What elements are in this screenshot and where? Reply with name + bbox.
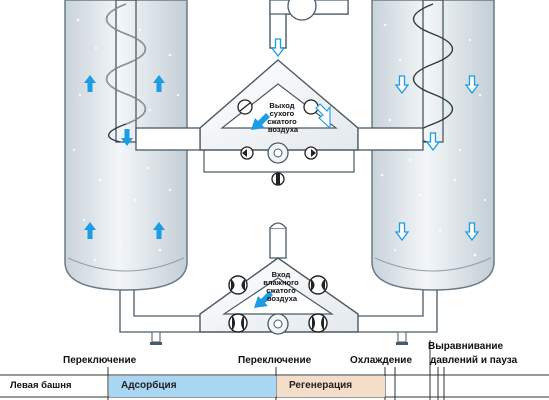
adsorption-bar: Адсорбция: [109, 376, 276, 397]
bottom-manifold: Вход влажного сжатого воздуха: [119, 222, 438, 345]
row-label-left-tower: Левая башня: [10, 380, 72, 391]
top-pipe-loop: [287, 0, 317, 21]
drain-left: [151, 331, 161, 343]
regeneration-bar: Регенерация: [277, 376, 385, 397]
cooling-label: Охлаждение: [350, 355, 413, 366]
equalize-label-line2: давлений и пауза: [430, 355, 518, 366]
ball-valve-inlet-right: [308, 275, 328, 295]
drain-right: [397, 331, 407, 343]
switch-label-1: Переключение: [63, 355, 137, 366]
flow-arrow-purge: [315, 103, 331, 130]
inlet-label-line2: влажного: [263, 278, 299, 287]
flow-down-arrow-left-tube: [121, 129, 133, 146]
equalize-label-line1: Выравнивание: [428, 341, 504, 352]
flow-arrow-wet-inlet: [254, 291, 273, 308]
ball-valve-exhaust-left: [228, 313, 248, 333]
switch-label-2: Переключение: [238, 355, 312, 366]
desiccant-dots-right: [380, 23, 487, 257]
outlet-label-line4: воздуха: [268, 125, 299, 134]
inlet-label-line3: сжатого: [266, 286, 296, 295]
outlet-label-line2: сухого: [270, 109, 295, 118]
outlet-label-line3: сжатого: [267, 117, 297, 126]
left-tower: [64, 0, 188, 291]
outlet-label-line1: Выход: [269, 101, 294, 110]
check-valve-top-right: [303, 99, 319, 115]
right-tower: [371, 0, 495, 291]
timeline-grid: [0, 340, 549, 400]
ball-valve-inlet-left: [228, 275, 248, 295]
flow-down-arrows-right: [394, 75, 480, 242]
spiral-coil-right: [413, 3, 453, 143]
svg-text:Выход сухого сжато: Выход сухого сжатого воздуха: [267, 101, 299, 134]
flow-up-arrows-left: [84, 75, 165, 239]
flow-arrow-dry-outlet: [251, 113, 270, 130]
flow-down-arrow-top: [270, 38, 286, 58]
ball-valve-exhaust-right: [308, 313, 328, 333]
inlet-label-line4: воздуха: [267, 294, 298, 303]
inlet-label-line1: Вход: [272, 270, 291, 279]
top-manifold: Выход сухого сжатого воздуха: [135, 0, 424, 186]
svg-text:Вход влажного сжат: Вход влажного сжатого воздуха: [263, 270, 301, 303]
